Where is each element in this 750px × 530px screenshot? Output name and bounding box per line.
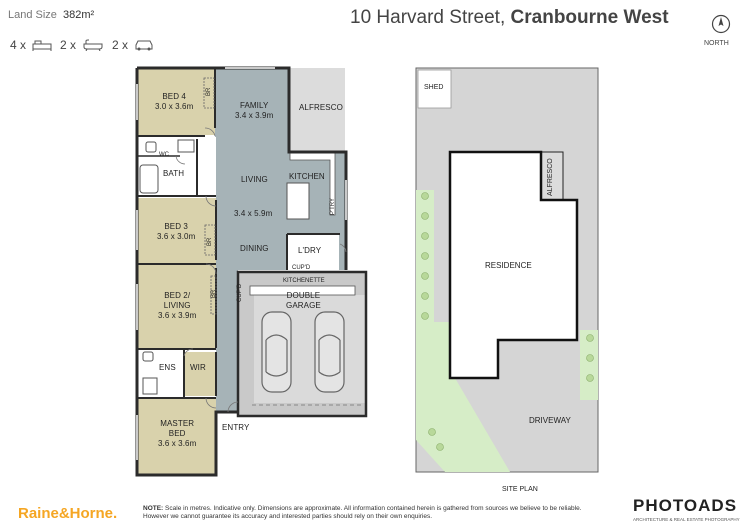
car-icon: [135, 40, 153, 51]
wir-area: [185, 352, 216, 396]
cupboard-label-1: CUP'D: [292, 265, 311, 271]
site-alfresco-label: ALFRESCO: [547, 158, 554, 196]
laundry-area: [287, 235, 339, 270]
address-street: 10 Harvard Street,: [350, 7, 506, 28]
living-dining-dim-label: 3.4 x 5.9m: [234, 209, 273, 218]
bath-icon: [83, 39, 103, 51]
photoads-logo: PHOTOADS ARCHITECTURE & REAL ESTATE PHOT…: [633, 496, 743, 522]
note-line-2: However we cannot guarantee its accuracy…: [143, 513, 433, 520]
note-line-1: Scale in metres. Indicative only. Dimens…: [165, 505, 582, 512]
property-features: 4 x 2 x 2 x: [10, 38, 160, 52]
ens-label: ENS: [159, 363, 176, 372]
agency-logo: Raine&Horne.: [18, 505, 118, 522]
shrubs: [421, 192, 594, 451]
bathtub: [139, 164, 159, 194]
land-size-value: 382m²: [63, 9, 95, 21]
bedroom-count: 4 x: [10, 38, 27, 52]
bath-label: BATH: [163, 169, 185, 178]
laundry-label: L'DRY: [298, 246, 322, 255]
side-grass-right: [580, 330, 598, 400]
master-area: [137, 399, 216, 475]
windows: [136, 67, 347, 460]
wir-label: WIR: [190, 363, 206, 372]
living-label: LIVING: [241, 175, 268, 184]
wc-label: WC: [159, 152, 169, 158]
land-size-label: Land Size: [8, 9, 57, 21]
car-1: [261, 311, 292, 393]
door-swings: [175, 127, 347, 413]
bed4-area: [137, 68, 215, 135]
alfresco-area: [289, 68, 345, 152]
address-suburb: Cranbourne West: [510, 7, 669, 28]
photoads-tagline: ARCHITECTURE & REAL ESTATE PHOTOGRAPHY: [633, 517, 740, 522]
note-label: NOTE:: [143, 505, 164, 512]
bed2-area: [137, 265, 216, 348]
land-size: Land Size 382m²: [8, 9, 94, 21]
address-title: 10 Harvard Street, Cranbourne West: [350, 7, 669, 29]
photoads-wordmark: PHOTOADS: [633, 496, 738, 515]
compass-icon: [711, 14, 731, 34]
toilet-2: [142, 351, 154, 362]
alfresco-label: ALFRESCO: [299, 103, 343, 112]
bathroom-count: 2 x: [60, 38, 77, 52]
kitchenette-label: KITCHENETTE: [283, 278, 325, 284]
north-label: NORTH: [704, 40, 729, 47]
driveway-label: DRIVEWAY: [529, 416, 571, 425]
disclaimer-note: NOTE: Scale in metres. Indicative only. …: [143, 505, 623, 521]
residence-label: RESIDENCE: [485, 261, 532, 270]
bed-icon: [32, 40, 52, 51]
entry-label: ENTRY: [222, 423, 250, 432]
shed: [417, 69, 452, 109]
residence-footprint: [448, 150, 579, 380]
north-compass: NORTH: [704, 14, 738, 54]
vanity-1: [177, 139, 195, 153]
front-yard-grass: [416, 322, 510, 472]
kitchenette-bench: [249, 285, 356, 296]
kitchen-label: KITCHEN: [289, 172, 325, 181]
car-2: [314, 311, 345, 393]
robes: [203, 77, 217, 315]
site-shed-label: SHED: [424, 84, 444, 91]
kitchen-island: [286, 182, 310, 220]
bed3-area: [137, 198, 216, 263]
site-plan-title: SITE PLAN: [502, 486, 538, 493]
dining-label: DINING: [240, 244, 269, 253]
toilet-1: [145, 141, 157, 153]
vanity-2: [142, 377, 158, 395]
car-space-count: 2 x: [112, 38, 129, 52]
